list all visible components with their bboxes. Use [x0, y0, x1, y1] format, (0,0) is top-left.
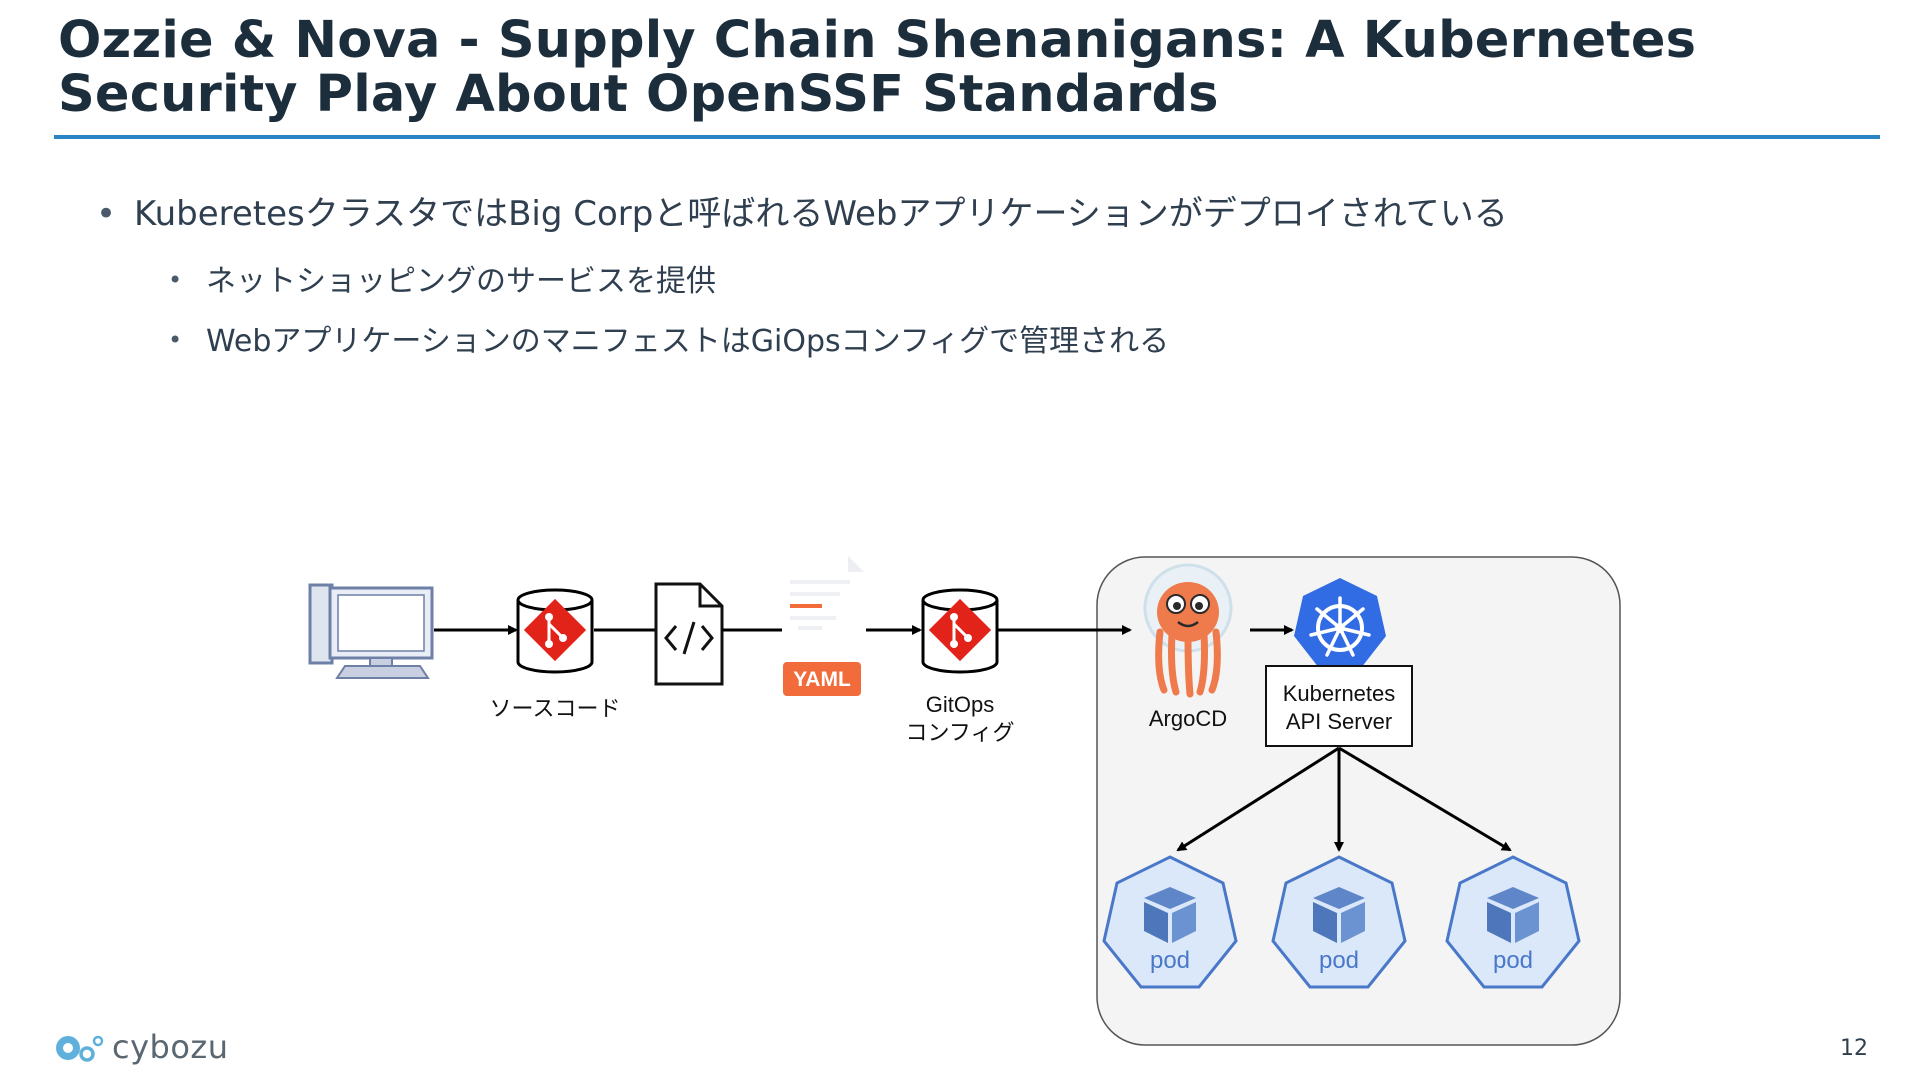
pod-label-3: pod: [1493, 947, 1533, 974]
argocd-icon: [1143, 563, 1233, 698]
sub-bullet-1: • ネットショッピングのサービスを提供: [168, 256, 716, 300]
cybozu-logo-mark-icon: [56, 1035, 104, 1062]
arrow-to-pod-3: [1338, 746, 1512, 852]
argocd-label: ArgoCD: [1149, 706, 1227, 731]
computer-icon: [308, 583, 434, 679]
api-server-line2: API Server: [1286, 709, 1392, 734]
pod-icon-2: [1271, 855, 1407, 989]
git-repo-icon: [516, 588, 594, 674]
cybozu-logo-text: cybozu: [112, 1028, 229, 1066]
sub-bullet-1-text: ネットショッピングのサービスを提供: [206, 264, 716, 299]
pod-label-1: pod: [1150, 947, 1190, 974]
yaml-file-icon: [783, 556, 864, 696]
api-server-box: [1265, 665, 1413, 747]
pod-icon-3: [1445, 855, 1581, 989]
yaml-badge: YAML: [793, 668, 851, 691]
title-divider: [54, 135, 1880, 139]
pod-label-2: pod: [1319, 947, 1359, 974]
bullet-main-text: KuberetesクラスタではBig Corpと呼ばれるWebアプリケーションが…: [134, 194, 1508, 234]
pod-icon-1: [1102, 855, 1238, 989]
gitops-label-line2: コンフィグ: [906, 720, 1015, 745]
page-number: 12: [1840, 1036, 1868, 1061]
gitops-repo-icon: [921, 588, 999, 674]
kubernetes-icon: [1294, 578, 1386, 668]
arrow-to-pod-1: [1176, 746, 1340, 852]
code-file-icon: [654, 582, 724, 686]
sub-bullet-2-text: WebアプリケーションのマニフェストはGiOpsコンフィグで管理される: [206, 324, 1170, 359]
cybozu-logo: cybozu: [54, 1028, 228, 1068]
gitops-label-line1: GitOps: [926, 692, 994, 717]
slide-title: Ozzie & Nova - Supply Chain Shenanigans:…: [58, 11, 1697, 124]
bullet-dot: •: [168, 266, 183, 294]
api-server-line1: Kubernetes: [1283, 681, 1396, 706]
source-code-label: ソースコード: [490, 696, 621, 721]
bullet-dot: •: [168, 326, 183, 354]
bullet-main: • KuberetesクラスタではBig Corpと呼ばれるWebアプリケーション…: [96, 186, 1508, 235]
sub-bullet-2: • WebアプリケーションのマニフェストはGiOpsコンフィグで管理される: [168, 316, 1169, 360]
bullet-dot: •: [96, 194, 117, 234]
